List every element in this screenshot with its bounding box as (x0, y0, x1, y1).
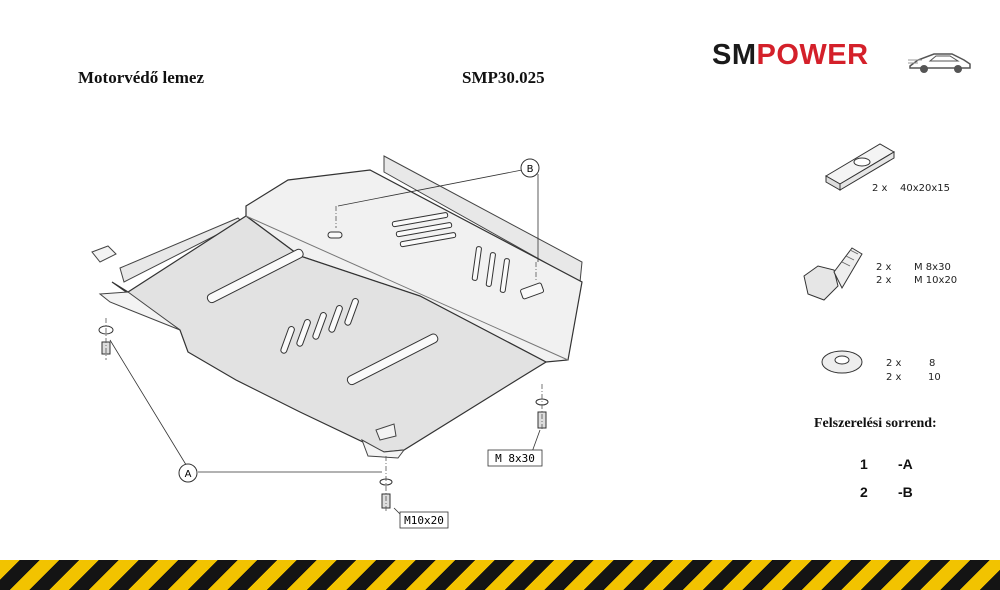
bolt-size-1: M 8x30 (914, 262, 951, 273)
logo-text-power: POWER (756, 39, 869, 71)
vent-slots (206, 212, 545, 386)
bolt-right-label-box (487, 449, 543, 467)
order-step-1-number: 1 (860, 456, 868, 472)
mounting-tab-rear (375, 423, 397, 441)
callout-b-circle (520, 158, 540, 178)
spacer-plate-icon (825, 143, 895, 191)
bolt-qty-1: 2 x (876, 262, 892, 273)
page-title: Motorvédő lemez (78, 68, 205, 87)
order-step-1-value: -A (898, 456, 913, 472)
bolt-right (535, 398, 549, 429)
bolt-size-2: M 10x20 (914, 275, 958, 286)
install-order-title: Felszerelési sorrend: (814, 416, 937, 431)
plate-qty: 2 x (872, 183, 888, 194)
bolt-right-label: M 8x30 (495, 452, 535, 465)
bolt-bottom-label-box (399, 511, 449, 529)
car-silhouette-icon (908, 53, 971, 73)
bolt-qty-2: 2 x (876, 275, 892, 286)
washer-qty-2: 2 x (886, 372, 902, 383)
callout-a-label: A (185, 469, 192, 480)
callout-a-circle (178, 463, 198, 483)
bolt-bottom-label: M10x20 (404, 514, 444, 527)
washer-qty-1: 2 x (886, 358, 902, 369)
hazard-stripe-band (0, 560, 1000, 590)
washer-icon (821, 350, 863, 374)
hex-bolt-icon (803, 247, 863, 301)
front-lip (98, 291, 181, 331)
washer-size-1: 8 (929, 358, 936, 369)
smpower-logo: SMPOWER (712, 38, 972, 78)
mounting-tab (91, 245, 117, 263)
axis-lines (105, 206, 543, 512)
plate-size: 40x20x15 (900, 183, 951, 194)
product-code: SMP30.025 (462, 68, 545, 87)
assembly-diagram: A B M 8x30 M10x20 (91, 143, 895, 529)
main-plate (111, 215, 548, 453)
washer-size-2: 10 (928, 372, 941, 383)
bend-line (245, 215, 569, 361)
rear-lip (361, 438, 406, 459)
order-step-2-number: 2 (860, 484, 868, 500)
leader-lines (109, 169, 541, 519)
logo-text-sm: SM (712, 39, 757, 71)
order-step-2-value: -B (898, 484, 913, 500)
callout-b-label: B (527, 164, 534, 175)
